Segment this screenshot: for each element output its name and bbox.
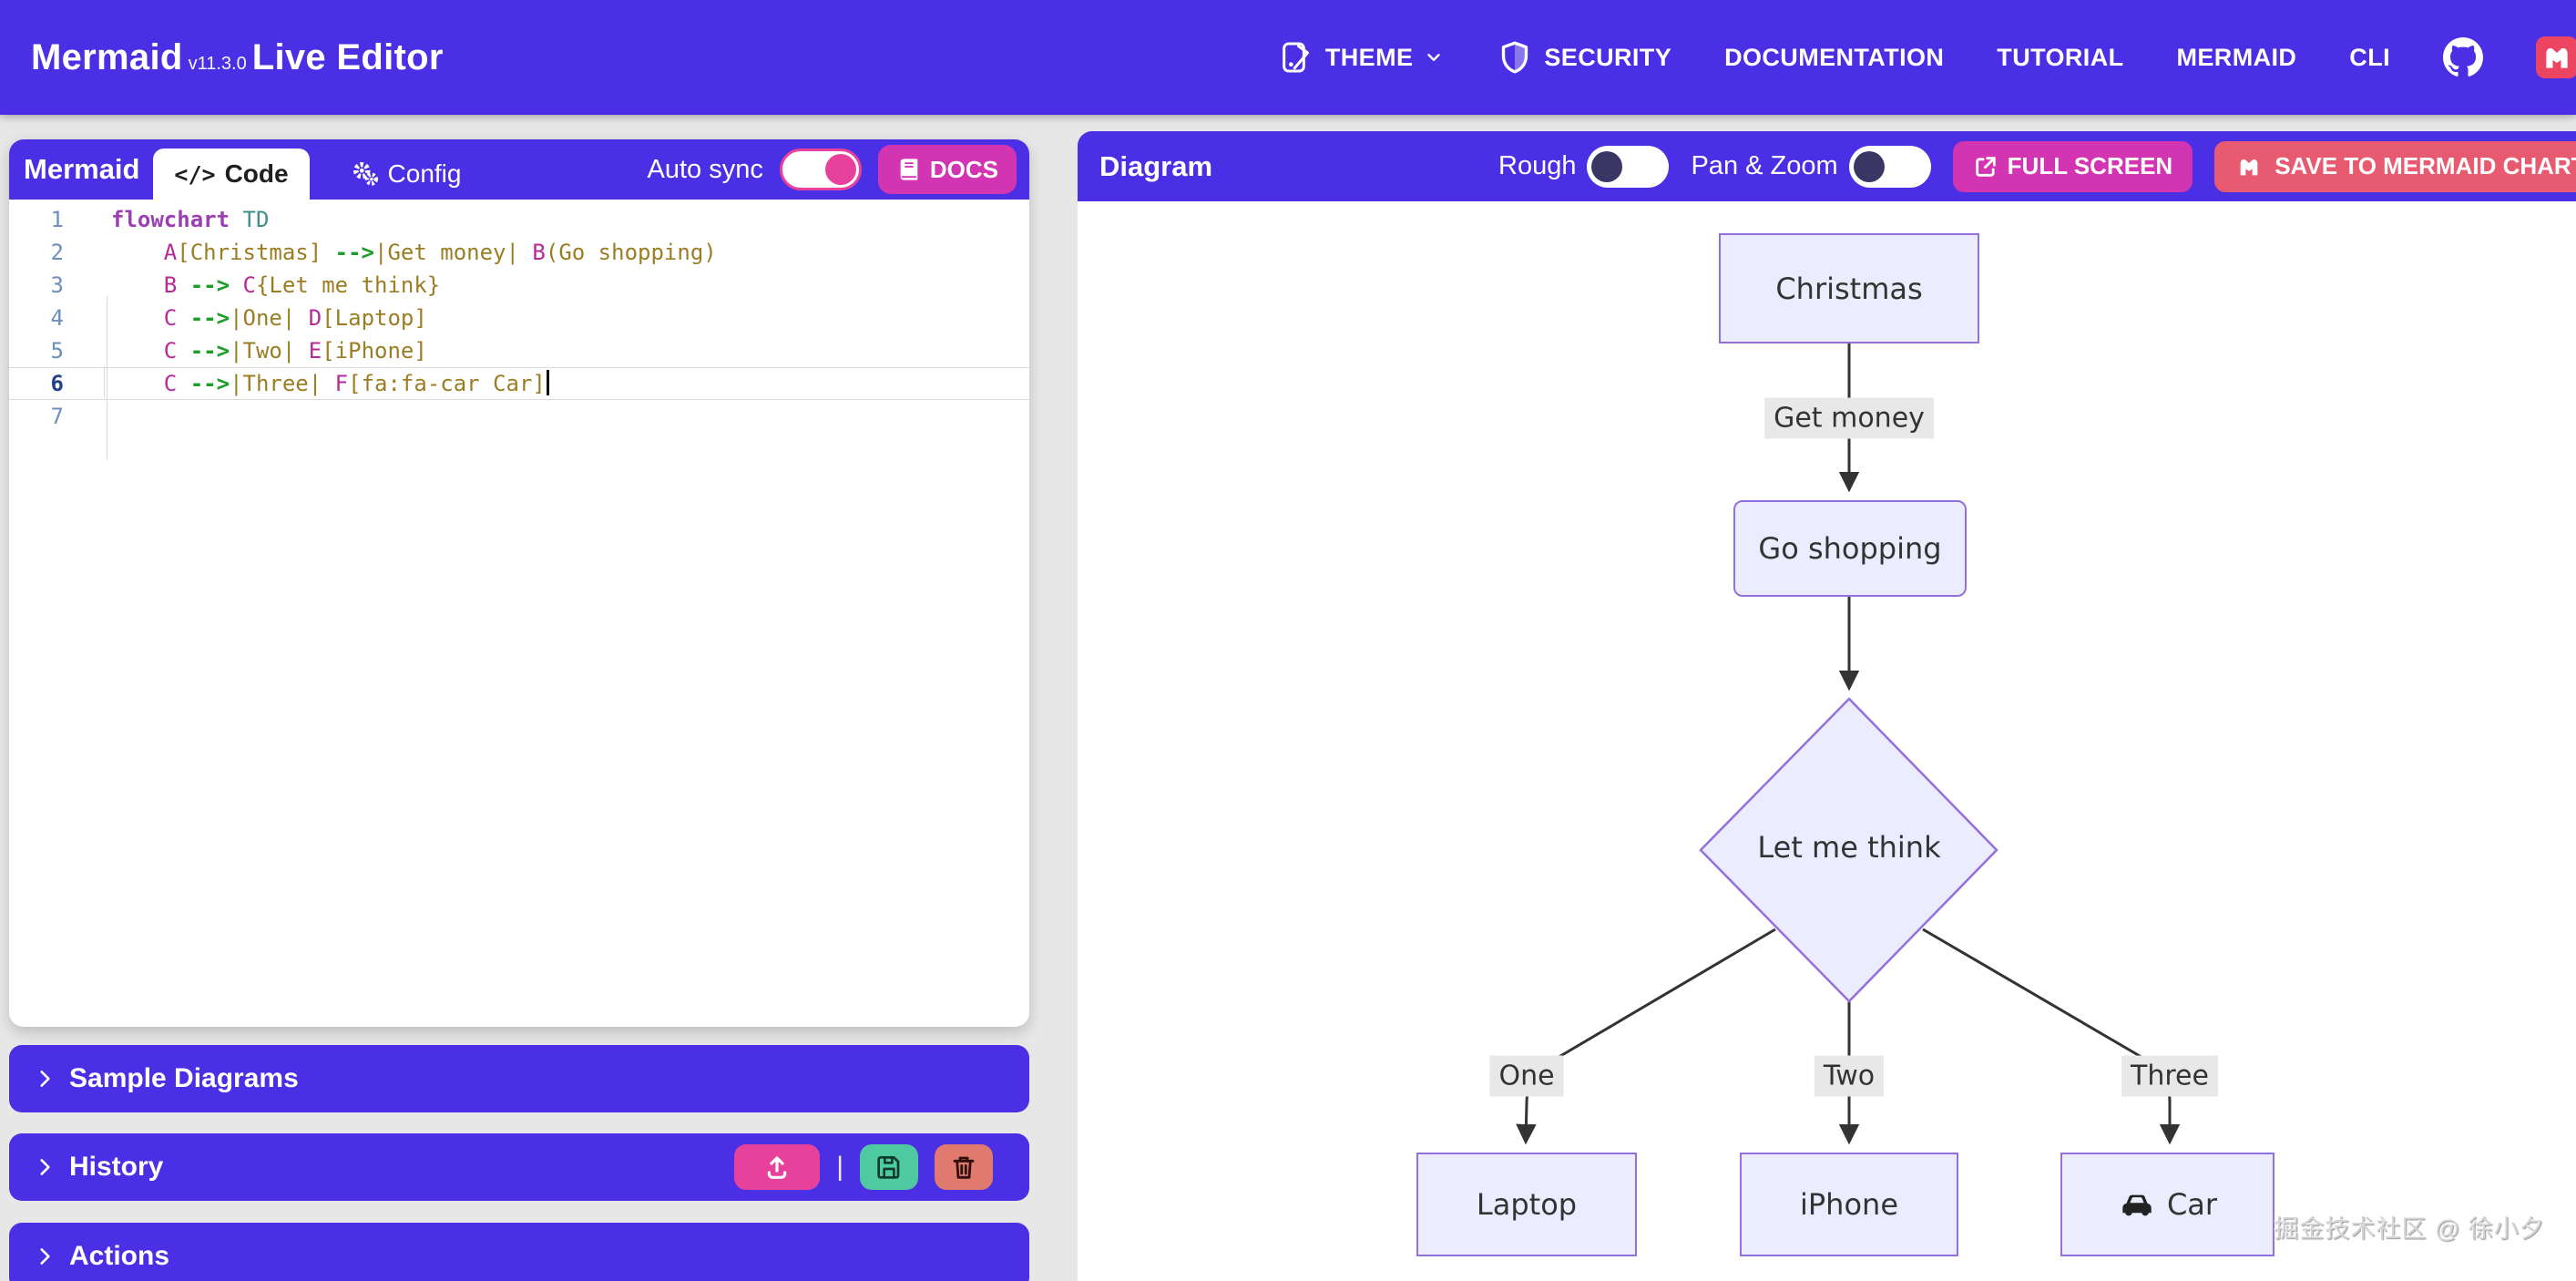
editor-header-controls: Auto sync DOCS [648, 145, 1017, 194]
history-save-button[interactable] [860, 1144, 918, 1190]
edge-label-three: Three [2121, 1055, 2218, 1097]
flowchart-node-let-me-think: Let me think [1757, 830, 1941, 865]
section-history[interactable]: History | [9, 1133, 1029, 1201]
flowchart-node-car: Car [2060, 1153, 2274, 1256]
edge-label-get-money: Get money [1764, 397, 1934, 439]
toggle-knob [1591, 150, 1623, 182]
floppy-icon [874, 1153, 904, 1182]
nav-item-cli[interactable]: CLI [2349, 43, 2390, 71]
brand-version: v11.3.0 [188, 53, 247, 74]
section-sample-diagrams[interactable]: Sample Diagrams [9, 1045, 1029, 1112]
nav-item-tutorial[interactable]: TUTORIAL [1997, 43, 2124, 71]
diagram-controls: Rough Pan & Zoom FULL SCREEN [1498, 131, 2576, 201]
car-icon [2118, 1191, 2156, 1218]
code-line: 5 C -->|Two| E[iPhone] [50, 338, 427, 364]
flowchart-node-iphone: iPhone [1740, 1153, 1958, 1256]
code-line: 2 A[Christmas] -->|Get money| B(Go shopp… [50, 240, 717, 265]
app-brand[interactable]: Mermaid v11.3.0 Live Editor [31, 37, 444, 78]
editor-title: Mermaid [24, 153, 140, 185]
editor-card: Mermaid </> Code Config [9, 139, 1029, 1027]
flowchart-node-laptop: Laptop [1416, 1153, 1637, 1256]
mermaid-chart-logo-icon [2234, 152, 2264, 181]
chevron-down-icon [1424, 47, 1444, 67]
mermaid-chart-link[interactable] [2536, 36, 2576, 78]
flowchart-edges [1516, 343, 2181, 1145]
section-actions[interactable]: Actions [9, 1223, 1029, 1281]
nav-item-documentation[interactable]: DOCUMENTATION [1724, 43, 1945, 71]
edge-label-one: One [1489, 1055, 1564, 1097]
flowchart-node-go-shopping: Go shopping [1733, 500, 1967, 597]
code-icon: </> [174, 160, 216, 188]
shield-icon [1497, 39, 1533, 76]
diagram-panel: Diagram Rough Pan & Zoom FULL SCR [1078, 131, 2576, 1281]
upload-icon [762, 1153, 792, 1182]
trash-icon [949, 1153, 978, 1182]
pan-zoom-toggle[interactable] [1848, 145, 1931, 188]
diagram-panel-header: Diagram Rough Pan & Zoom FULL SCR [1078, 131, 2576, 201]
gears-icon [352, 160, 379, 188]
rough-toggle[interactable] [1587, 145, 1670, 188]
save-to-mermaid-chart-button[interactable]: SAVE TO MERMAID CHART [2214, 140, 2576, 192]
chevron-right-icon [33, 1067, 56, 1091]
tab-config[interactable]: Config [324, 149, 488, 200]
text-cursor [546, 370, 549, 395]
toggle-knob [824, 154, 856, 185]
book-icon [896, 157, 922, 182]
code-line: 7 [50, 404, 64, 429]
brand-suffix: Live Editor [251, 36, 444, 77]
edge-label-two: Two [1814, 1055, 1885, 1097]
auto-sync-label: Auto sync [647, 154, 763, 184]
toggle-knob [1853, 150, 1885, 182]
brand-name: Mermaid [31, 36, 183, 77]
diagram-title: Diagram [1099, 149, 1213, 182]
code-line: 4 C -->|One| D[Laptop] [50, 305, 427, 331]
history-delete-button[interactable] [935, 1144, 993, 1190]
external-link-icon [1973, 154, 1998, 179]
full-screen-button[interactable]: FULL SCREEN [1952, 140, 2193, 192]
auto-sync-toggle[interactable] [779, 149, 862, 190]
diagram-canvas: Christmas Go shopping Let me think Lapto… [1078, 201, 2576, 1281]
rough-label: Rough [1498, 151, 1577, 180]
nav-item-security[interactable]: SECURITY [1497, 39, 1671, 76]
theme-icon [1278, 39, 1314, 76]
code-line: 6 C -->|Three| F[fa:fa-car Car] [9, 367, 1029, 400]
navbar: Mermaid v11.3.0 Live Editor THEME [0, 0, 2576, 115]
github-link[interactable] [2443, 37, 2483, 77]
chevron-right-icon [33, 1245, 56, 1268]
mermaid-chart-logo-icon [2539, 39, 2575, 76]
code-line: 3 B --> C{Let me think} [50, 272, 441, 298]
pan-zoom-label: Pan & Zoom [1691, 151, 1838, 180]
history-buttons: | [734, 1144, 1006, 1190]
flowchart-node-christmas: Christmas [1719, 233, 1979, 343]
navbar-links: THEME SECURITY DOCUMENTATION TUTORIAL [1278, 36, 2576, 78]
watermark: 掘金技术社区 @ 徐小夕 [2274, 1215, 2545, 1243]
github-icon [2443, 37, 2483, 77]
docs-button[interactable]: DOCS [877, 145, 1017, 194]
nav-item-mermaid[interactable]: MERMAID [2176, 43, 2297, 71]
history-upload-button[interactable] [734, 1144, 821, 1190]
history-separator: | [836, 1152, 843, 1182]
nav-item-theme[interactable]: THEME [1278, 39, 1445, 76]
editor-card-header: Mermaid </> Code Config [9, 139, 1029, 200]
chevron-right-icon [33, 1155, 56, 1179]
tab-code[interactable]: </> Code [153, 149, 310, 200]
